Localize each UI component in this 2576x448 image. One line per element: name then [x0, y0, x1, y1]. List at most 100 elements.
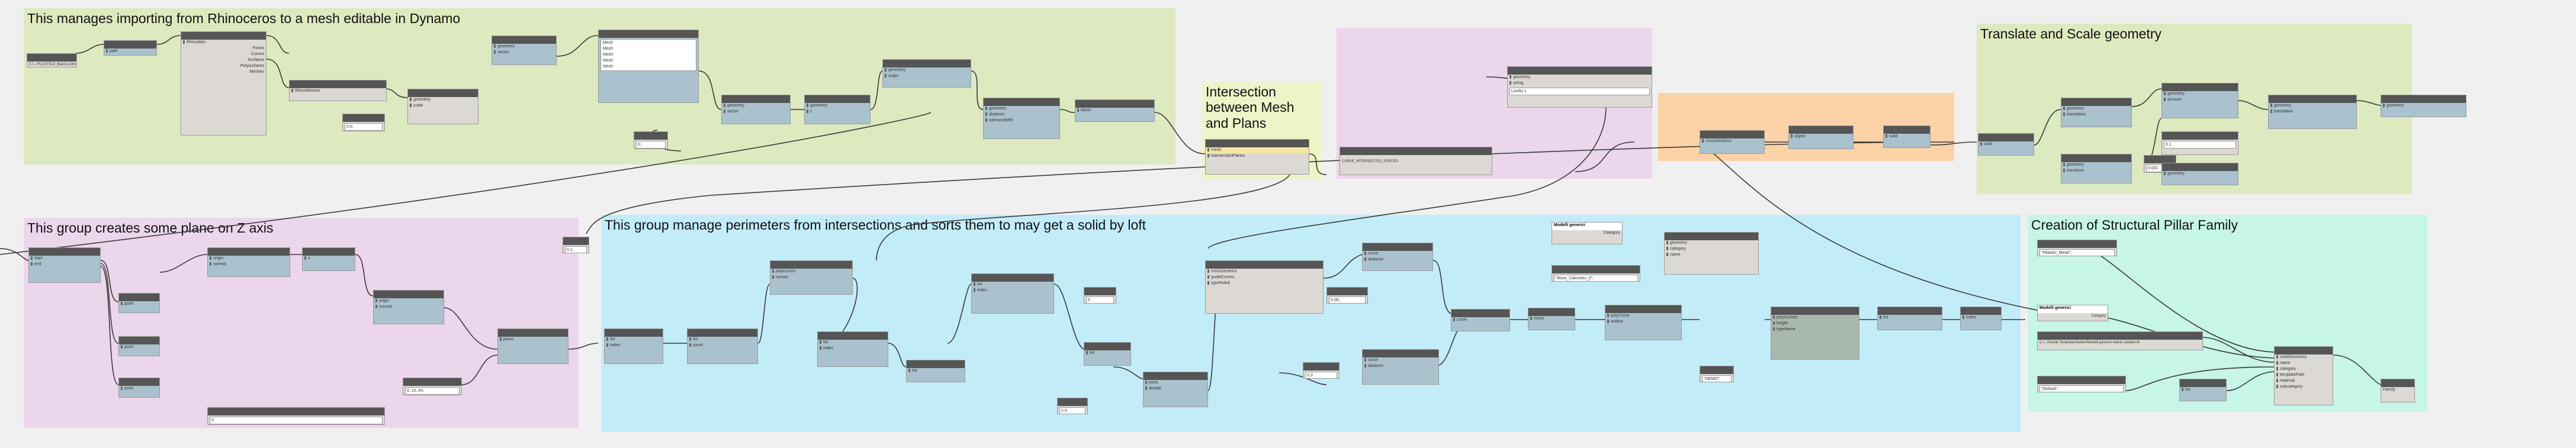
- node-point-3[interactable]: point: [118, 378, 160, 398]
- code-block-input[interactable]: 0.3: [1305, 372, 1337, 378]
- node-plane-b[interactable]: x: [302, 247, 355, 271]
- node-family-default-code[interactable]: "Default";: [2037, 376, 2126, 392]
- code-block-input[interactable]: 0.1;: [565, 246, 587, 253]
- node-mesh-output[interactable]: Mesh: [1075, 99, 1155, 122]
- node-port: geometry: [2061, 162, 2131, 168]
- node-list-index-a[interactable]: list index: [817, 331, 888, 367]
- node-family-python[interactable]: polyCurves height typeName: [1771, 307, 1859, 360]
- node-directshape[interactable]: geometry category name: [1664, 232, 1759, 275]
- node-mesh-to-ds[interactable]: mesh: [1528, 308, 1575, 330]
- node-segments[interactable]: curve: [1451, 309, 1510, 331]
- node-intersect-mesh-planes[interactable]: mesh intersectionPlanes: [1205, 139, 1309, 175]
- node-ts-code2[interactable]: 0.1: [2161, 131, 2238, 155]
- node-plane-a[interactable]: origin normal: [207, 247, 290, 277]
- node-curve-a[interactable]: curve distance: [1362, 243, 1433, 271]
- node-polycurve-list[interactable]: list index: [604, 328, 663, 364]
- wire: [2034, 109, 2061, 146]
- node-ts-transform[interactable]: geometry transform: [2061, 154, 2132, 183]
- node-import-instance[interactable]: polyCurve outline: [1605, 305, 1682, 340]
- node-list-index-b[interactable]: list: [906, 360, 965, 382]
- node-code-c[interactable]: 0.05;: [1326, 287, 1368, 304]
- code-block-input[interactable]: "DEMO";: [1702, 375, 1732, 382]
- node-ts-vector[interactable]: geometry amount: [2161, 83, 2238, 118]
- node-file[interactable]: path: [104, 40, 157, 56]
- code-block-input[interactable]: 0..10..#n;: [405, 387, 460, 395]
- node-code-y[interactable]: 5: [1084, 287, 1116, 304]
- code-block-input[interactable]: "Default";: [2039, 385, 2124, 392]
- node-level-generic[interactable]: Modelli generici Category: [1552, 222, 1623, 244]
- node-plane-output[interactable]: plane: [497, 328, 568, 364]
- node-level-input[interactable]: geometry string Livello 1: [1507, 66, 1652, 108]
- node-header: [770, 261, 852, 269]
- node-curve-b[interactable]: curve distance: [1362, 349, 1439, 385]
- node-point-1[interactable]: point: [118, 293, 160, 313]
- node-family-name-code[interactable]: "Pilastro_Metal";: [2037, 240, 2117, 256]
- node-family-list-b[interactable]: index: [1960, 307, 2002, 330]
- slider-input[interactable]: 0: [210, 417, 383, 424]
- node-plane-code[interactable]: 0..10..#n;: [403, 378, 462, 395]
- node-ts-translate[interactable]: geometry translation: [2061, 98, 2132, 127]
- node-ds-code[interactable]: "DEMO";: [1700, 366, 1734, 382]
- node-point-double[interactable]: point double: [1143, 372, 1208, 407]
- node-file-path[interactable]: C:\...\PLASTICO_Bianco.3dm: [27, 53, 77, 67]
- node-plane-c[interactable]: origin normal: [373, 290, 444, 324]
- node-ts-scale[interactable]: geometry: [2161, 163, 2238, 185]
- code-block-input[interactable]: 0;: [636, 141, 666, 149]
- group-planes-z[interactable]: This group creates some plane on Z axis: [24, 218, 579, 428]
- node-geometry-intersect[interactable]: geometry distance intersectWith: [983, 98, 1060, 139]
- node-header: [2144, 156, 2176, 163]
- group-title: This manages importing from Rhinoceros t…: [27, 11, 461, 26]
- node-code-x[interactable]: 0.1;: [563, 237, 589, 253]
- node-plane-slider[interactable]: 0: [207, 407, 385, 425]
- node-ts-geometry[interactable]: geometry translation: [2268, 95, 2357, 129]
- wire: [1432, 260, 1451, 314]
- node-meshes[interactable]: RhinoMeshes: [289, 80, 387, 101]
- node-list-index-c[interactable]: list index: [971, 273, 1054, 314]
- node-port: amount: [2162, 97, 2238, 103]
- node-material-code[interactable]: "Muro_Calcestru_0";: [1552, 265, 1640, 282]
- level-dropdown[interactable]: Livello 1: [1509, 88, 1650, 95]
- code-block-input[interactable]: 0.5;: [345, 123, 383, 131]
- node-solid[interactable]: solid: [1883, 125, 1931, 148]
- node-geometry-scale[interactable]: geometry scale: [407, 89, 478, 124]
- node-port: intersectWith: [984, 118, 1059, 124]
- node-sorted-label[interactable]: CURVE_INTERSECTED_SORTED: [1340, 147, 1492, 175]
- node-cross-sections[interactable]: crossSections: [1700, 130, 1765, 154]
- code-block-input[interactable]: "Muro_Calcestru_0";: [1554, 275, 1638, 281]
- node-point-2[interactable]: point: [118, 336, 160, 356]
- node-translate-a[interactable]: geometry vector: [721, 95, 791, 124]
- node-family-list-a[interactable]: list: [1877, 307, 1942, 330]
- code-block-input[interactable]: 0.1: [2164, 141, 2236, 149]
- node-translate-c[interactable]: geometry origin: [882, 59, 971, 88]
- group-title: This group creates some plane on Z axis: [27, 220, 274, 236]
- node-ts-output[interactable]: geometry: [2381, 95, 2466, 117]
- node-family-template[interactable]: C:\...\Family Templates\Italian\Modelli …: [2037, 331, 2203, 350]
- node-list-index-d[interactable]: list: [1084, 342, 1131, 366]
- node-mesh-by-geometry[interactable]: geometry vector: [492, 36, 557, 65]
- code-block-input[interactable]: 2.5: [1059, 407, 1085, 414]
- node-object[interactable]: object: [1788, 125, 1854, 149]
- node-code-d[interactable]: 0.3: [1303, 362, 1340, 379]
- node-ts-solid[interactable]: solid: [1978, 133, 2034, 156]
- node-code-scale[interactable]: 0.5;: [342, 114, 385, 131]
- node-plane-start-end[interactable]: start end: [28, 247, 101, 283]
- node-translate-b[interactable]: geometry z: [804, 95, 871, 124]
- node-family-out[interactable]: Family: [2381, 379, 2415, 402]
- node-rhino-import[interactable]: Rhino3dm Points Curves Surfaces Polysurf…: [181, 31, 266, 136]
- node-sorting[interactable]: polycurves curves: [770, 260, 853, 295]
- node-family-category[interactable]: Modelli generici Category: [2037, 305, 2108, 321]
- node-family-type[interactable]: solidGeometry name category templatePath…: [2274, 346, 2333, 405]
- node-header: [492, 36, 556, 44]
- code-block-input[interactable]: 0.05;: [1329, 296, 1366, 303]
- node-family-list-index[interactable]: list: [2179, 379, 2227, 401]
- node-polycurve-count[interactable]: list count: [687, 328, 758, 364]
- code-block-input[interactable]: 5: [1086, 296, 1114, 303]
- node-port: outline: [1605, 319, 1681, 325]
- node-port: Meshes: [249, 70, 264, 74]
- node-code-small[interactable]: 0;: [634, 131, 668, 149]
- node-code-z[interactable]: 2.5: [1057, 398, 1088, 414]
- code-block-input[interactable]: "Pilastro_Metal";: [2039, 249, 2115, 256]
- node-loft[interactable]: crossSections guideCurves typeRuled: [1205, 260, 1324, 314]
- node-mesh-list[interactable]: Mesh Mesh Mesh Mesh Mesh: [598, 30, 699, 103]
